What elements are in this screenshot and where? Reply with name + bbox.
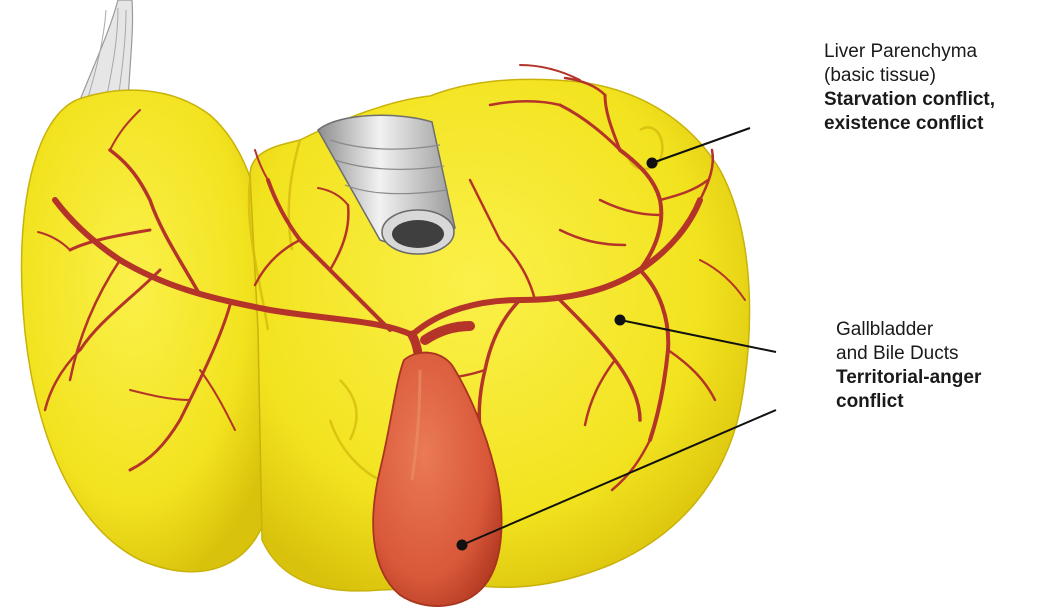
leader-dot-gallbladder	[458, 541, 467, 550]
liver-label-title: Liver Parenchyma	[824, 40, 995, 64]
ligament	[80, 0, 133, 102]
leader-dot-ducts	[616, 316, 625, 325]
liver-conflict-line1: Starvation conflict,	[824, 88, 995, 112]
gallbladder-label: Gallbladder and Bile Ducts Territorial-a…	[836, 318, 981, 414]
liver-label-subtitle: (basic tissue)	[824, 64, 995, 88]
gallbladder-label-title: Gallbladder	[836, 318, 981, 342]
liver-conflict-line2: existence conflict	[824, 112, 995, 136]
gallbladder-conflict-line2: conflict	[836, 390, 981, 414]
gallbladder-label-subtitle: and Bile Ducts	[836, 342, 981, 366]
gallbladder-conflict-line1: Territorial-anger	[836, 366, 981, 390]
leader-dot-liver	[648, 159, 657, 168]
left-lobe	[22, 90, 270, 572]
liver-parenchyma-label: Liver Parenchyma (basic tissue) Starvati…	[824, 40, 995, 136]
